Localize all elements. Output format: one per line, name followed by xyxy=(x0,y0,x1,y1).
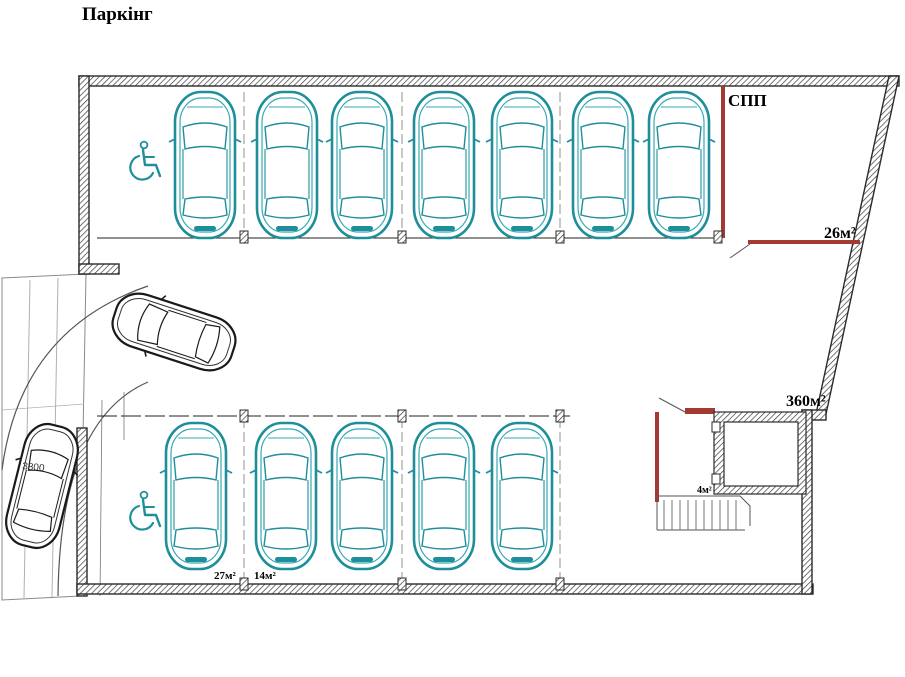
parking-space-car xyxy=(248,421,324,571)
parking-space-car xyxy=(324,90,400,240)
wheelchair-icon xyxy=(129,140,162,181)
turning-car xyxy=(104,281,244,383)
ramp-car xyxy=(0,417,90,555)
bottom-left-area-label: 27м² xyxy=(214,570,236,582)
technical-room-label: СПП xyxy=(728,91,767,110)
parking-space-car xyxy=(167,90,243,240)
bottom-mid-area-label: 14м² xyxy=(254,570,276,582)
parking-space-car xyxy=(324,421,400,571)
page-title: Паркінг xyxy=(82,4,153,25)
stair-block xyxy=(656,408,807,531)
parking-space-car xyxy=(641,90,717,240)
room-area-label: 26м² xyxy=(824,225,856,242)
wheelchair-icon xyxy=(129,490,162,531)
parking-space-car xyxy=(565,90,641,240)
parking-space-car xyxy=(249,90,325,240)
stair-area-label: 4м² xyxy=(697,485,712,496)
parking-space-car xyxy=(406,90,482,240)
moving-cars xyxy=(0,281,244,555)
parking-space-car xyxy=(484,421,560,571)
parking-space-car xyxy=(406,421,482,571)
main-area-label: 360м² xyxy=(786,393,826,410)
parking-space-car xyxy=(158,421,234,571)
outer-walls xyxy=(76,75,900,597)
ramp-dimension-label: 3800 xyxy=(22,461,46,474)
parked-cars-top xyxy=(167,90,717,240)
parking-space-car xyxy=(484,90,560,240)
parked-cars-bottom xyxy=(158,421,560,571)
partitions xyxy=(655,86,860,502)
